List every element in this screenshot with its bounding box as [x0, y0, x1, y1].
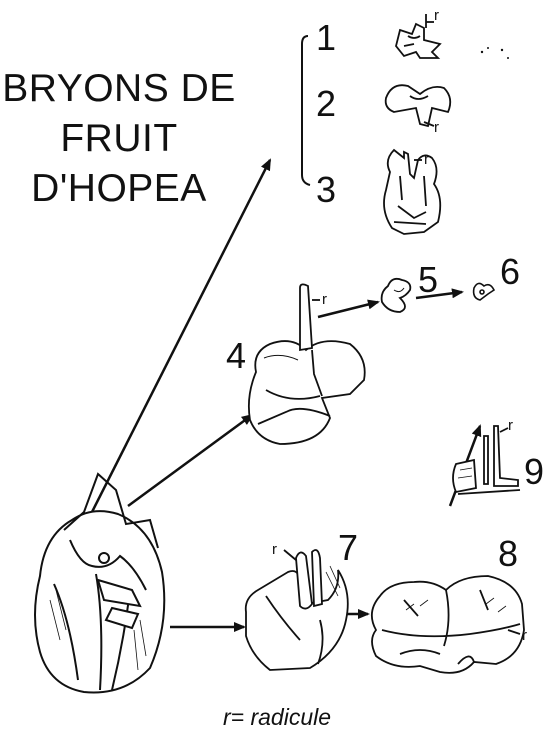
radicle-label-8: r — [522, 627, 527, 644]
radicle-label-2: r — [434, 119, 439, 136]
label-5: 5 — [418, 262, 438, 298]
label-7: 7 — [338, 530, 358, 566]
arrow-4-to-5 — [318, 302, 378, 317]
embryo-7: r — [246, 541, 348, 670]
label-3: 3 — [316, 172, 336, 208]
embryo-6 — [474, 283, 494, 300]
arrow-fruit-to-4 — [128, 415, 252, 506]
label-1: 1 — [316, 20, 336, 56]
embryo-2: r — [386, 85, 451, 136]
radicle-label-9: r — [508, 417, 513, 434]
radicle-label-4: r — [322, 291, 327, 308]
hopea-fruit — [35, 474, 164, 693]
embryo-5 — [382, 279, 411, 312]
embryo-4: r — [249, 284, 365, 444]
embryo-9: r — [453, 417, 520, 494]
embryo-3: r — [384, 150, 440, 234]
radicle-label-7: r — [272, 541, 277, 558]
embryo-1: r — [396, 7, 440, 58]
radicle-label-3: r — [424, 151, 429, 168]
label-2: 2 — [316, 86, 336, 122]
speckle-dots — [481, 47, 509, 59]
label-9: 9 — [524, 454, 544, 490]
group-bracket — [302, 36, 310, 185]
embryo-8: r — [372, 576, 527, 673]
radicle-label-1: r — [434, 7, 439, 24]
label-6: 6 — [500, 254, 520, 290]
label-4: 4 — [226, 338, 246, 374]
caption: r= radicule — [0, 704, 554, 731]
label-8: 8 — [498, 536, 518, 572]
